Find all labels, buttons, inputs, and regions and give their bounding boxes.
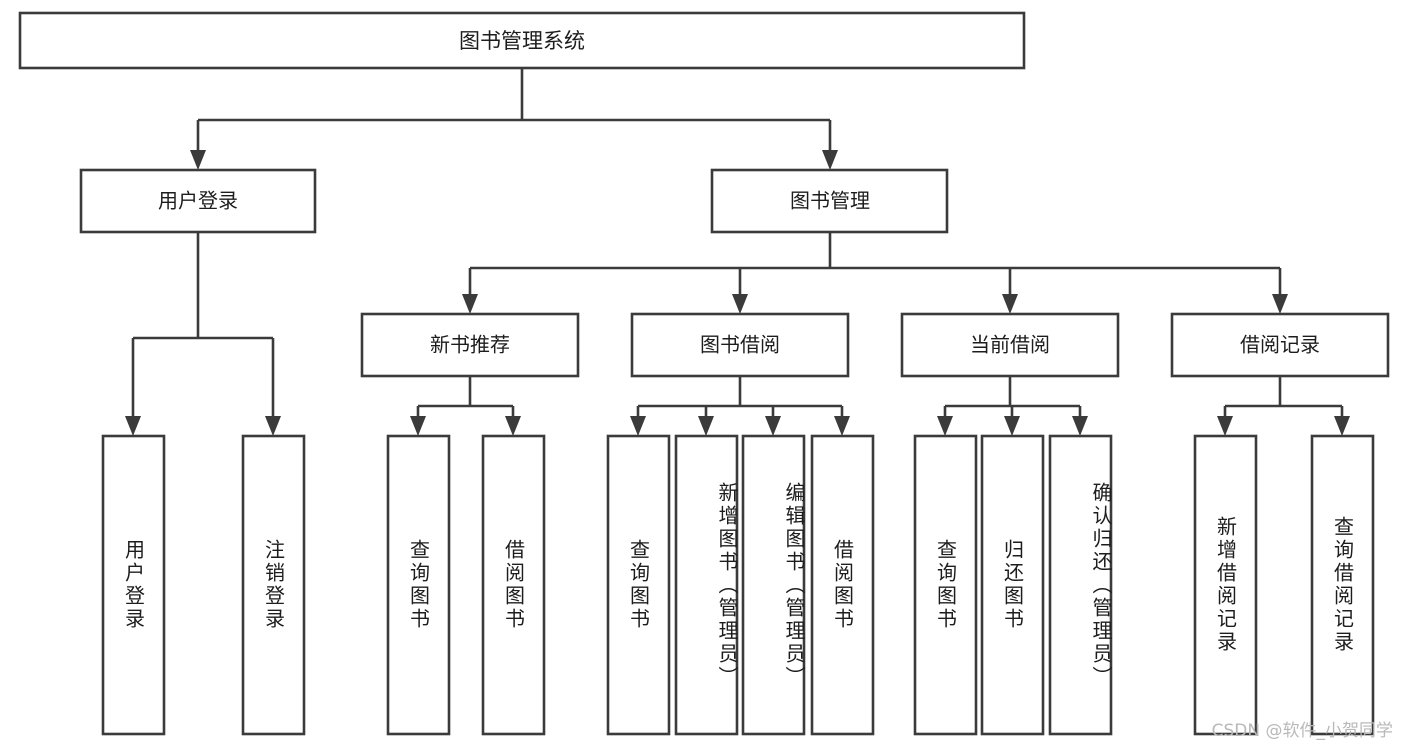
connector-group-current-borrow [937,376,1088,436]
node-root[interactable]: 图书管理系统 [18,11,1026,70]
node-new-book-recommend-box[interactable] [360,312,580,378]
node-borrow-record[interactable]: 借阅记录 [1170,312,1390,378]
arrowhead-leaf-query-book-1 [410,416,426,436]
leaf-add-record-box[interactable] [1193,434,1258,736]
arrowhead-leaf-add-record [1217,416,1233,436]
arrowhead-borrow-record [1272,294,1288,314]
leaf-borrow-book-2-box[interactable] [810,434,875,736]
arrowhead-leaf-borrow-book-2 [834,416,850,436]
leaf-add-book-box[interactable] [674,434,739,736]
node-borrow-record-label: 借阅记录 [1240,333,1320,357]
node-book-manage[interactable]: 图书管理 [710,168,949,234]
arrowhead-leaf-logout-login [265,416,281,436]
arrowhead-leaf-add-book [698,416,714,436]
connector-group-root [190,68,838,170]
leaf-query-book-2-box[interactable] [606,434,671,736]
leaf-return-book-box[interactable] [980,434,1045,736]
arrowhead-book-borrow [732,294,748,314]
node-current-borrow[interactable]: 当前借阅 [900,312,1120,378]
arrowhead-leaf-return-book [1004,416,1020,436]
node-borrow-record-box[interactable] [1170,312,1390,378]
node-user-login-box[interactable] [79,168,317,234]
leaf-confirm-return-box[interactable] [1048,434,1113,736]
node-book-borrow-box[interactable] [630,312,850,378]
arrowhead-new-book-recommend [462,294,478,314]
node-user-login-label: 用户登录 [158,189,238,213]
node-root-box[interactable] [18,11,1026,70]
node-book-borrow[interactable]: 图书借阅 [630,312,850,378]
leaf-borrow-book-1-box[interactable] [481,434,546,736]
leaf-query-book-3-box[interactable] [913,434,978,736]
leaf-logout-login-box[interactable] [241,434,306,736]
connector-group-user-login [125,232,281,436]
leaf-query-book-1-box[interactable] [386,434,451,736]
connector-group-new-book-recommend [410,376,521,436]
node-user-login[interactable]: 用户登录 [79,168,317,234]
node-new-book-recommend[interactable]: 新书推荐 [360,312,580,378]
arrowhead-user-login [190,150,206,170]
node-book-manage-box[interactable] [710,168,949,234]
arrowhead-book-manage [822,150,838,170]
arrowhead-leaf-borrow-book-1 [505,416,521,436]
node-new-book-recommend-label: 新书推荐 [430,333,510,357]
connector-group-book-borrow [630,376,850,436]
leaf-boxes [101,434,1375,736]
node-book-manage-label: 图书管理 [790,189,870,213]
node-root-label: 图书管理系统 [459,29,585,53]
arrowhead-leaf-query-book-3 [937,416,953,436]
arrowhead-leaf-edit-book [765,416,781,436]
connector-group-borrow-record [1217,376,1350,436]
arrowhead-leaf-query-book-2 [630,416,646,436]
arrowhead-leaf-query-record [1334,416,1350,436]
node-current-borrow-label: 当前借阅 [970,333,1050,357]
connector-group-book-manage [462,232,1288,314]
arrowhead-leaf-user-login [125,416,141,436]
node-book-borrow-label: 图书借阅 [700,333,780,357]
arrowhead-current-borrow [1002,294,1018,314]
node-current-borrow-box[interactable] [900,312,1120,378]
leaf-user-login-box[interactable] [101,434,166,736]
leaf-edit-book-box[interactable] [741,434,806,736]
arrowhead-leaf-confirm-return [1072,416,1088,436]
leaf-query-record-box[interactable] [1310,434,1375,736]
